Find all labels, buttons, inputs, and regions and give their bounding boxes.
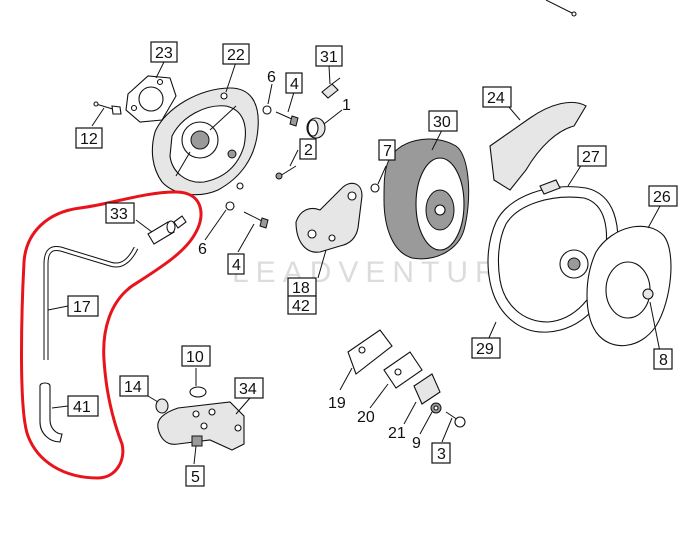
callout-5: 5: [185, 465, 205, 487]
callout-label: 8: [659, 352, 668, 369]
callout-2: 2: [299, 138, 317, 160]
callout-12: 12: [75, 127, 103, 149]
callout-label: 2: [304, 142, 313, 159]
bracket-part-34: [157, 401, 245, 451]
fitting-part-31: [321, 77, 341, 99]
callout-22: 22: [222, 43, 250, 65]
callout-label: 9: [412, 435, 421, 452]
callout-29: 29: [471, 337, 501, 359]
callout-label: 14: [124, 379, 142, 396]
washer-part-6b: [225, 201, 235, 211]
elbow-part-41: [39, 382, 63, 443]
nut-part-10: [189, 386, 207, 398]
filter-cover-part-27: [487, 179, 619, 333]
callout-label: 20: [357, 409, 375, 426]
hose-part-17: [43, 246, 139, 360]
callout-label: 7: [383, 143, 392, 160]
bracket-part-21: [413, 373, 441, 405]
callout-label: 1: [342, 97, 351, 114]
callout-label: 41: [73, 399, 91, 416]
callout-42: 42: [287, 295, 317, 315]
callout-label: 6: [267, 69, 276, 86]
plug-part-1: [306, 117, 326, 139]
callout-19: 19: [328, 395, 346, 412]
gasket-part-19: [347, 329, 393, 375]
callout-23: 23: [150, 41, 178, 63]
callout-8: 8: [653, 348, 673, 370]
callout-20: 20: [357, 409, 375, 426]
callout-4b: 4: [227, 253, 245, 275]
sleeve-part-33: [147, 215, 187, 245]
callout-label: 24: [487, 90, 505, 107]
callout-label: 3: [437, 446, 446, 463]
plate-part-20: [383, 351, 423, 389]
callout-label: 10: [186, 349, 204, 366]
highlight-outline: [20, 190, 203, 480]
grommet-part-14: [155, 398, 169, 414]
callout-1: 1: [342, 97, 351, 114]
callout-6b: 6: [198, 241, 207, 258]
bracket-part-18: [295, 182, 363, 253]
callout-6a: 6: [267, 69, 276, 86]
screw-part-2: [275, 165, 297, 180]
callout-label: 30: [433, 114, 451, 131]
callout-4a: 4: [285, 72, 303, 94]
callout-41: 41: [67, 395, 99, 417]
callout-26: 26: [648, 185, 678, 207]
callout-3: 3: [431, 442, 451, 464]
callout-7: 7: [378, 139, 396, 161]
callout-18: 18: [287, 277, 317, 297]
callout-27: 27: [577, 145, 607, 167]
filter-element-part-30: [383, 138, 470, 260]
callout-17: 17: [67, 295, 99, 317]
callout-label: 34: [239, 381, 257, 398]
callout-label: 26: [653, 189, 671, 206]
deflector-part-24: [489, 101, 587, 191]
callout-label: 12: [80, 131, 98, 148]
screw-part-3: [445, 411, 466, 428]
bolt-part-4b: [243, 211, 269, 229]
screw-part-5: [191, 435, 203, 447]
callout-label: 19: [328, 395, 346, 412]
bolt-part-4a: [275, 111, 299, 127]
callout-label: 21: [388, 425, 406, 442]
callout-9: 9: [412, 435, 421, 452]
callout-label: 18: [292, 280, 310, 297]
washer-part-9: [430, 402, 442, 414]
callout-label: 31: [320, 49, 338, 66]
callout-label: 4: [232, 257, 241, 274]
callout-label: 17: [73, 299, 91, 316]
pin-part: [545, 0, 577, 17]
callout-label: 23: [155, 45, 173, 62]
callout-label: 33: [110, 206, 128, 223]
callout-24: 24: [482, 86, 512, 108]
callout-label: 6: [198, 241, 207, 258]
gasket-part-23: [125, 75, 177, 123]
callout-label: 4: [290, 76, 299, 93]
callout-30: 30: [428, 110, 458, 132]
callout-10: 10: [181, 345, 211, 367]
callout-label: 42: [292, 298, 310, 315]
washer-part-7: [370, 183, 380, 193]
callout-31: 31: [315, 45, 343, 67]
washer-part-6a: [262, 105, 272, 115]
callout-21: 21: [388, 425, 406, 442]
callout-label: 29: [476, 341, 494, 358]
callout-33: 33: [105, 202, 135, 224]
watermark-text: LEADVENTURE: [232, 256, 531, 289]
callout-14: 14: [119, 375, 149, 397]
callout-label: 27: [582, 149, 600, 166]
disc-part-26: [586, 225, 672, 347]
callout-label: 22: [227, 47, 245, 64]
air-filter-housing-part-22: [151, 87, 259, 196]
callout-34: 34: [234, 377, 264, 399]
screw-part-12: [93, 101, 122, 115]
callout-label: 5: [191, 469, 200, 486]
